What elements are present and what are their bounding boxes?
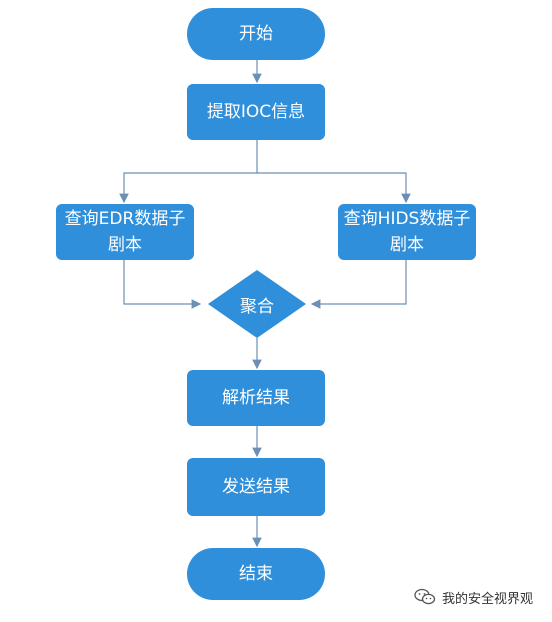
end-label: 结束 bbox=[239, 564, 273, 584]
watermark: 我的安全视界观 bbox=[414, 587, 533, 607]
query-hids-label: 查询HIDS数据子 剧本 bbox=[343, 209, 471, 255]
query-hids-node[interactable]: 查询HIDS数据子 剧本 bbox=[338, 204, 476, 260]
start-node[interactable]: 开始 bbox=[187, 8, 325, 60]
query-edr-label: 查询EDR数据子 剧本 bbox=[64, 209, 186, 255]
send-results-label: 发送结果 bbox=[222, 477, 290, 497]
aggregate-label: 聚合 bbox=[240, 296, 274, 317]
aggregate-diamond bbox=[208, 270, 306, 338]
start-label: 开始 bbox=[239, 24, 273, 44]
parse-results-node[interactable]: 解析结果 bbox=[187, 370, 325, 426]
aggregate-node[interactable]: 聚合 bbox=[208, 270, 306, 338]
send-results-node[interactable]: 发送结果 bbox=[187, 458, 325, 516]
end-node[interactable]: 结束 bbox=[187, 548, 325, 600]
query-edr-node[interactable]: 查询EDR数据子 剧本 bbox=[56, 204, 194, 260]
extract-ioc-node[interactable]: 提取IOC信息 bbox=[187, 84, 325, 140]
parse-results-label: 解析结果 bbox=[222, 388, 290, 408]
wechat-icon bbox=[414, 588, 436, 605]
edge-hids-to-aggregate bbox=[310, 260, 407, 309]
extract-ioc-label: 提取IOC信息 bbox=[206, 102, 306, 122]
edge-edr-to-aggregate bbox=[123, 260, 202, 309]
watermark-text: 我的安全视界观 bbox=[442, 591, 534, 607]
edge-extract-to-edr bbox=[119, 140, 258, 204]
edge-extract-to-hids bbox=[257, 172, 411, 204]
